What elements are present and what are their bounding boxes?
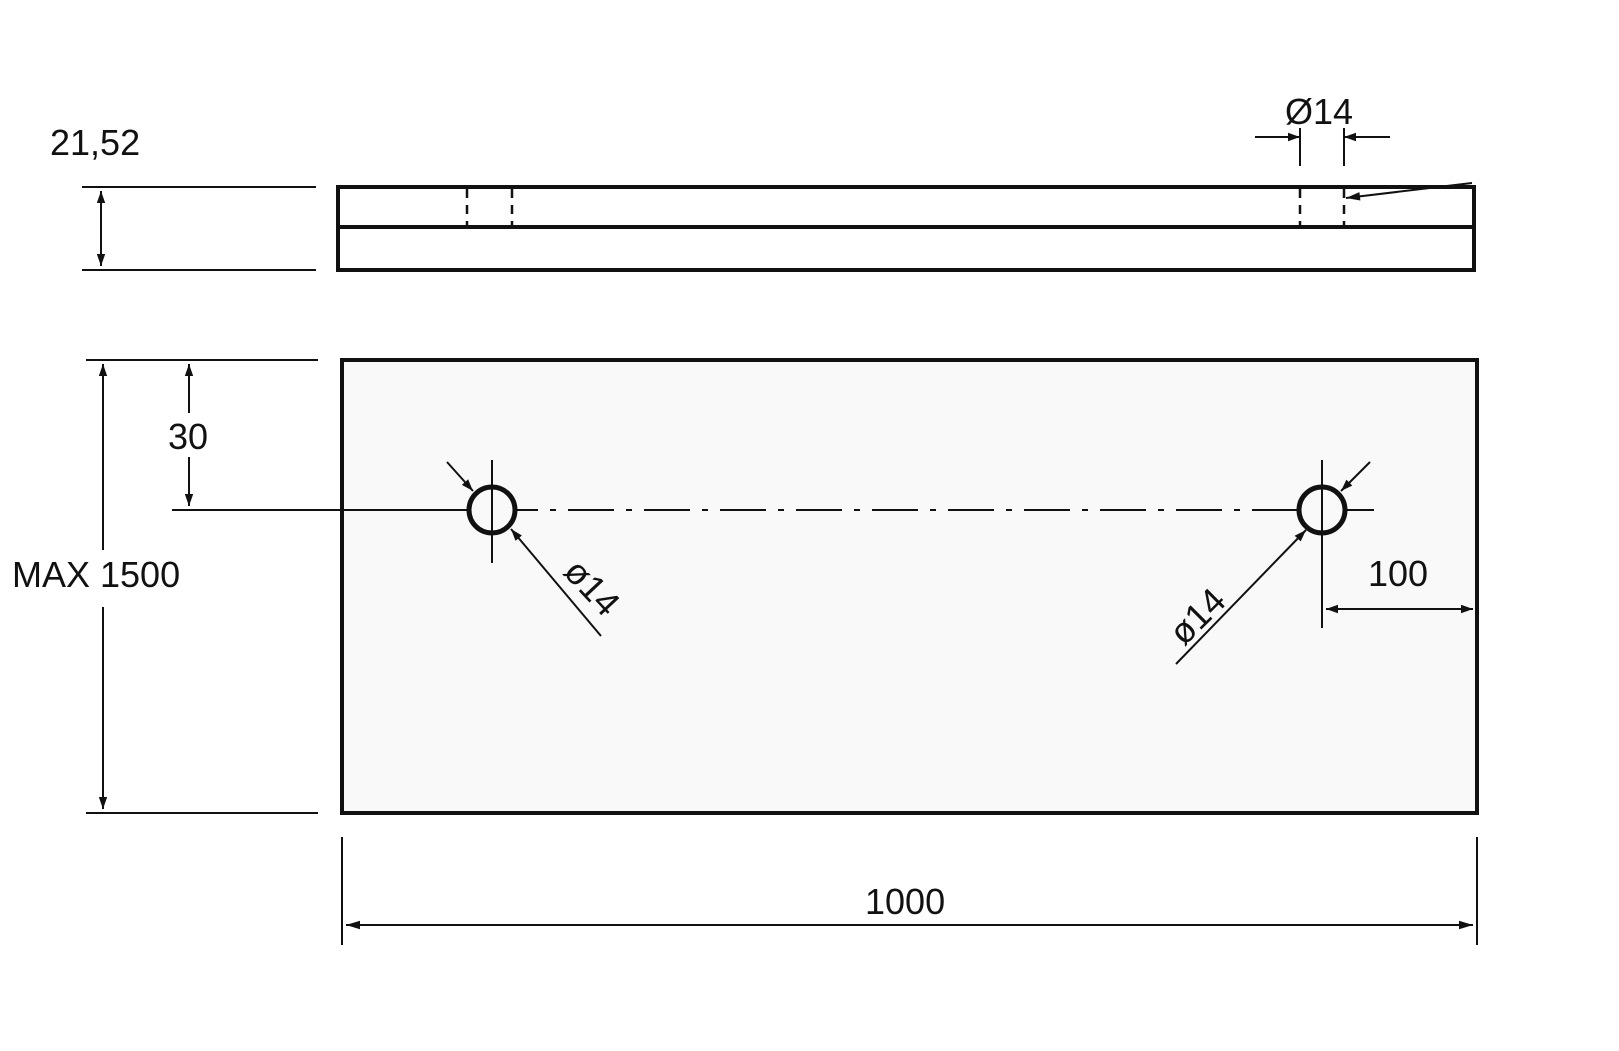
height-dimension bbox=[86, 359, 318, 814]
hole-right-dimension bbox=[1175, 461, 1371, 665]
side-leader-arrow bbox=[1345, 182, 1473, 201]
hole-right bbox=[1296, 460, 1348, 628]
hole-left-dimension bbox=[446, 461, 602, 637]
width-dimension bbox=[341, 837, 1478, 945]
hole-left bbox=[466, 460, 518, 563]
side-hole-dimension bbox=[1255, 128, 1390, 166]
hole-offset-top-label-bg bbox=[166, 413, 214, 457]
hole-offset-right-label: 100 bbox=[1368, 553, 1428, 594]
side-hole-dimension-label: Ø14 bbox=[1285, 91, 1353, 132]
side-view: 21,52 Ø14 bbox=[50, 91, 1476, 272]
plate-outline bbox=[340, 358, 1479, 815]
side-hidden-hole-left bbox=[465, 189, 514, 225]
top-view: ø14 ø14 MAX 1500 30 100 1000 bbox=[12, 358, 1479, 945]
thickness-dimension-label: 21,52 bbox=[50, 122, 140, 163]
side-hidden-hole-right bbox=[1298, 189, 1346, 225]
hole-offset-top-label: 30 bbox=[168, 416, 208, 457]
width-dimension-label: 1000 bbox=[865, 881, 945, 922]
height-dimension-label: MAX 1500 bbox=[12, 554, 180, 595]
thickness-dimension bbox=[82, 186, 316, 271]
